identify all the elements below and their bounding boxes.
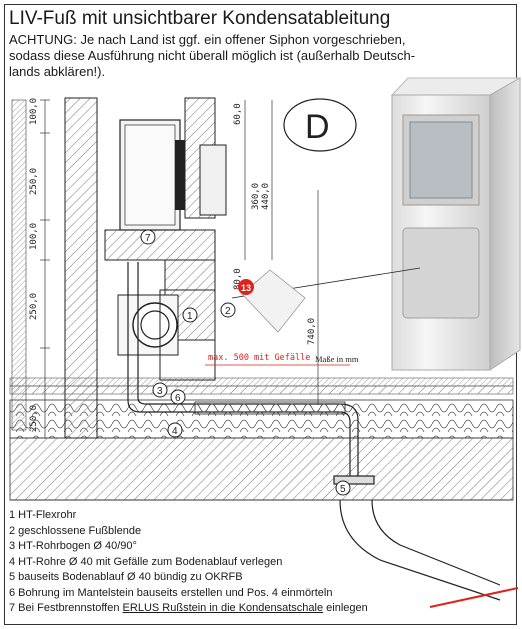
dimension-lines: [40, 99, 350, 438]
condensate-pipe: [127, 262, 501, 601]
callout-2: 2: [225, 306, 231, 317]
slope-note: max. 500 mit Gefälle: [208, 353, 310, 363]
warning-note-line-3: lands abklären!).: [9, 64, 106, 79]
dim-right-2: 360,0: [251, 183, 261, 210]
legend-item-7-highlight: ERLUS Rußstein in die Kondensatschale: [122, 602, 324, 614]
callout-6: 6: [175, 393, 181, 404]
dim-left-2: 250,0: [29, 168, 39, 195]
unit-note: Maße in mm: [315, 354, 359, 364]
dim-right-3: 440,0: [261, 183, 271, 210]
dim-right-4: 740,0: [307, 318, 317, 345]
chimney-walls: [11, 97, 227, 439]
legend: 1 HT-Flexrohr 2 geschlossene Fußblende 3…: [9, 508, 368, 617]
legend-item-5: 5 bauseits Bodenablauf Ø 40 bündig zu OK…: [9, 571, 243, 583]
callout-1: 1: [187, 311, 193, 322]
dim-right-1: 60,0: [233, 103, 243, 125]
legend-item-3: 3 HT-Rohrbogen Ø 40/90°: [9, 540, 137, 552]
dim-left-5: 250,0: [29, 405, 39, 432]
dim-left-3: 100,0: [29, 223, 39, 250]
dim-left-1: 100,0: [29, 98, 39, 125]
legend-item-6: 6 Bohrung im Mantelstein bauseits erstel…: [9, 586, 333, 599]
dim-left-4: 250,0: [29, 293, 39, 320]
warning-note-line-1: ACHTUNG: Je nach Land ist ggf. ein offen…: [9, 32, 406, 47]
callouts: 1 2 3 4 5 6 7: [140, 229, 351, 496]
red-pointer-line: [429, 587, 519, 608]
callout-13: 13: [241, 283, 251, 293]
cabinet-illustration: [231, 77, 521, 371]
dimension-labels: 100,0 250,0 100,0 250,0 250,0 60,0 360,0…: [29, 98, 359, 432]
legend-item-7-suffix: einlegen: [323, 602, 368, 614]
country-badge: D: [283, 98, 357, 152]
legend-item-4: 4 HT-Rohre Ø 40 mit Gefälle zum Bodenabl…: [9, 555, 283, 568]
warning-note-line-2: sodass diese Ausführung nicht überall mö…: [9, 48, 416, 63]
legend-item-7: 7 Bei Festbrennstoffen ERLUS Rußstein in…: [9, 601, 368, 617]
page-title: LIV-Fuß mit unsichtbarer Kondensatableit…: [9, 8, 391, 29]
callout-5: 5: [340, 484, 346, 495]
dim-right-5: 80,0: [233, 268, 243, 290]
callout-7: 7: [145, 233, 151, 244]
legend-item-1: 1 HT-Flexrohr: [9, 509, 77, 521]
legend-item-7-prefix: 7 Bei Festbrennstoffen: [9, 602, 123, 614]
country-badge-label: D: [305, 108, 330, 146]
legend-item-2: 2 geschlossene Fußblende: [9, 524, 142, 537]
callout-3: 3: [157, 386, 163, 397]
soot-stone: 13: [238, 269, 306, 333]
callout-4: 4: [172, 426, 178, 437]
